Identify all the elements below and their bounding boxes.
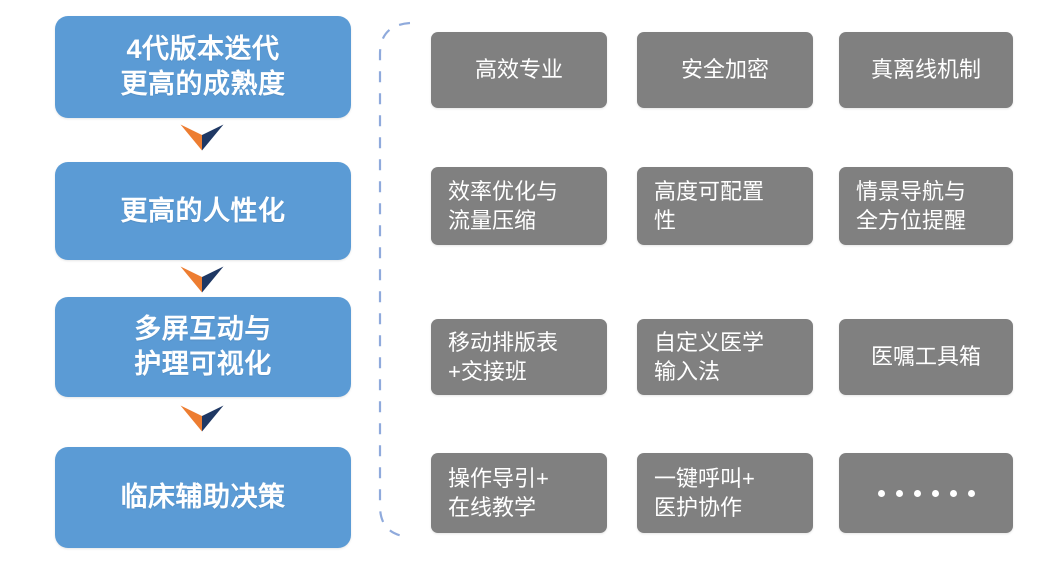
feature-box[interactable]: 安全加密 (637, 32, 813, 108)
feature-box[interactable]: 移动排版表 +交接班 (431, 319, 607, 395)
feature-label: 效率优化与 流量压缩 (448, 178, 559, 233)
feature-box[interactable]: 情景导航与 全方位提醒 (839, 167, 1013, 245)
feature-label: 移动排版表 +交接班 (448, 329, 559, 384)
feature-box[interactable]: 真离线机制 (839, 32, 1013, 108)
ellipsis-dot (967, 489, 975, 497)
ellipsis-dot (949, 489, 957, 497)
stage-box-2[interactable]: 更高的人性化 (55, 162, 351, 260)
feature-label: 高度可配置 性 (654, 178, 765, 233)
feature-label: 一键呼叫+ 医护协作 (654, 465, 755, 520)
stage-label: 临床辅助决策 (120, 482, 286, 513)
feature-box[interactable]: 自定义医学 输入法 (637, 319, 813, 395)
dashed-bracket (370, 20, 412, 540)
stage-label: 更高的人性化 (120, 195, 286, 226)
feature-label: 医嘱工具箱 (870, 344, 981, 370)
feature-label: 操作导引+ 在线教学 (448, 465, 549, 520)
stage-label: 多屏互动与 护理可视化 (134, 314, 272, 379)
feature-box[interactable]: 高度可配置 性 (637, 167, 813, 245)
ellipsis-dot (913, 489, 921, 497)
feature-box[interactable]: 一键呼叫+ 医护协作 (637, 453, 813, 533)
chevron-down-icon (180, 123, 224, 155)
feature-box[interactable]: 效率优化与 流量压缩 (431, 167, 607, 245)
feature-label: 高效专业 (474, 57, 563, 83)
feature-box[interactable]: 操作导引+ 在线教学 (431, 453, 607, 533)
feature-box[interactable]: 医嘱工具箱 (839, 319, 1013, 395)
stage-box-1[interactable]: 4代版本迭代 更高的成熟度 (55, 16, 351, 118)
stage-box-3[interactable]: 多屏互动与 护理可视化 (55, 297, 351, 397)
chevron-down-icon (180, 404, 224, 436)
stage-box-4[interactable]: 临床辅助决策 (55, 447, 351, 548)
stage-label: 4代版本迭代 更高的成熟度 (120, 34, 286, 99)
ellipsis-dot (877, 489, 885, 497)
feature-label: 自定义医学 输入法 (654, 329, 765, 384)
feature-label: 真离线机制 (870, 57, 981, 83)
ellipsis-dots-icon (839, 489, 1013, 497)
feature-box-ellipsis[interactable] (839, 453, 1013, 533)
feature-box[interactable]: 高效专业 (431, 32, 607, 108)
chevron-down-icon (180, 265, 224, 297)
ellipsis-dot (931, 489, 939, 497)
feature-label: 安全加密 (680, 57, 769, 83)
feature-label: 情景导航与 全方位提醒 (856, 178, 967, 233)
ellipsis-dot (895, 489, 903, 497)
